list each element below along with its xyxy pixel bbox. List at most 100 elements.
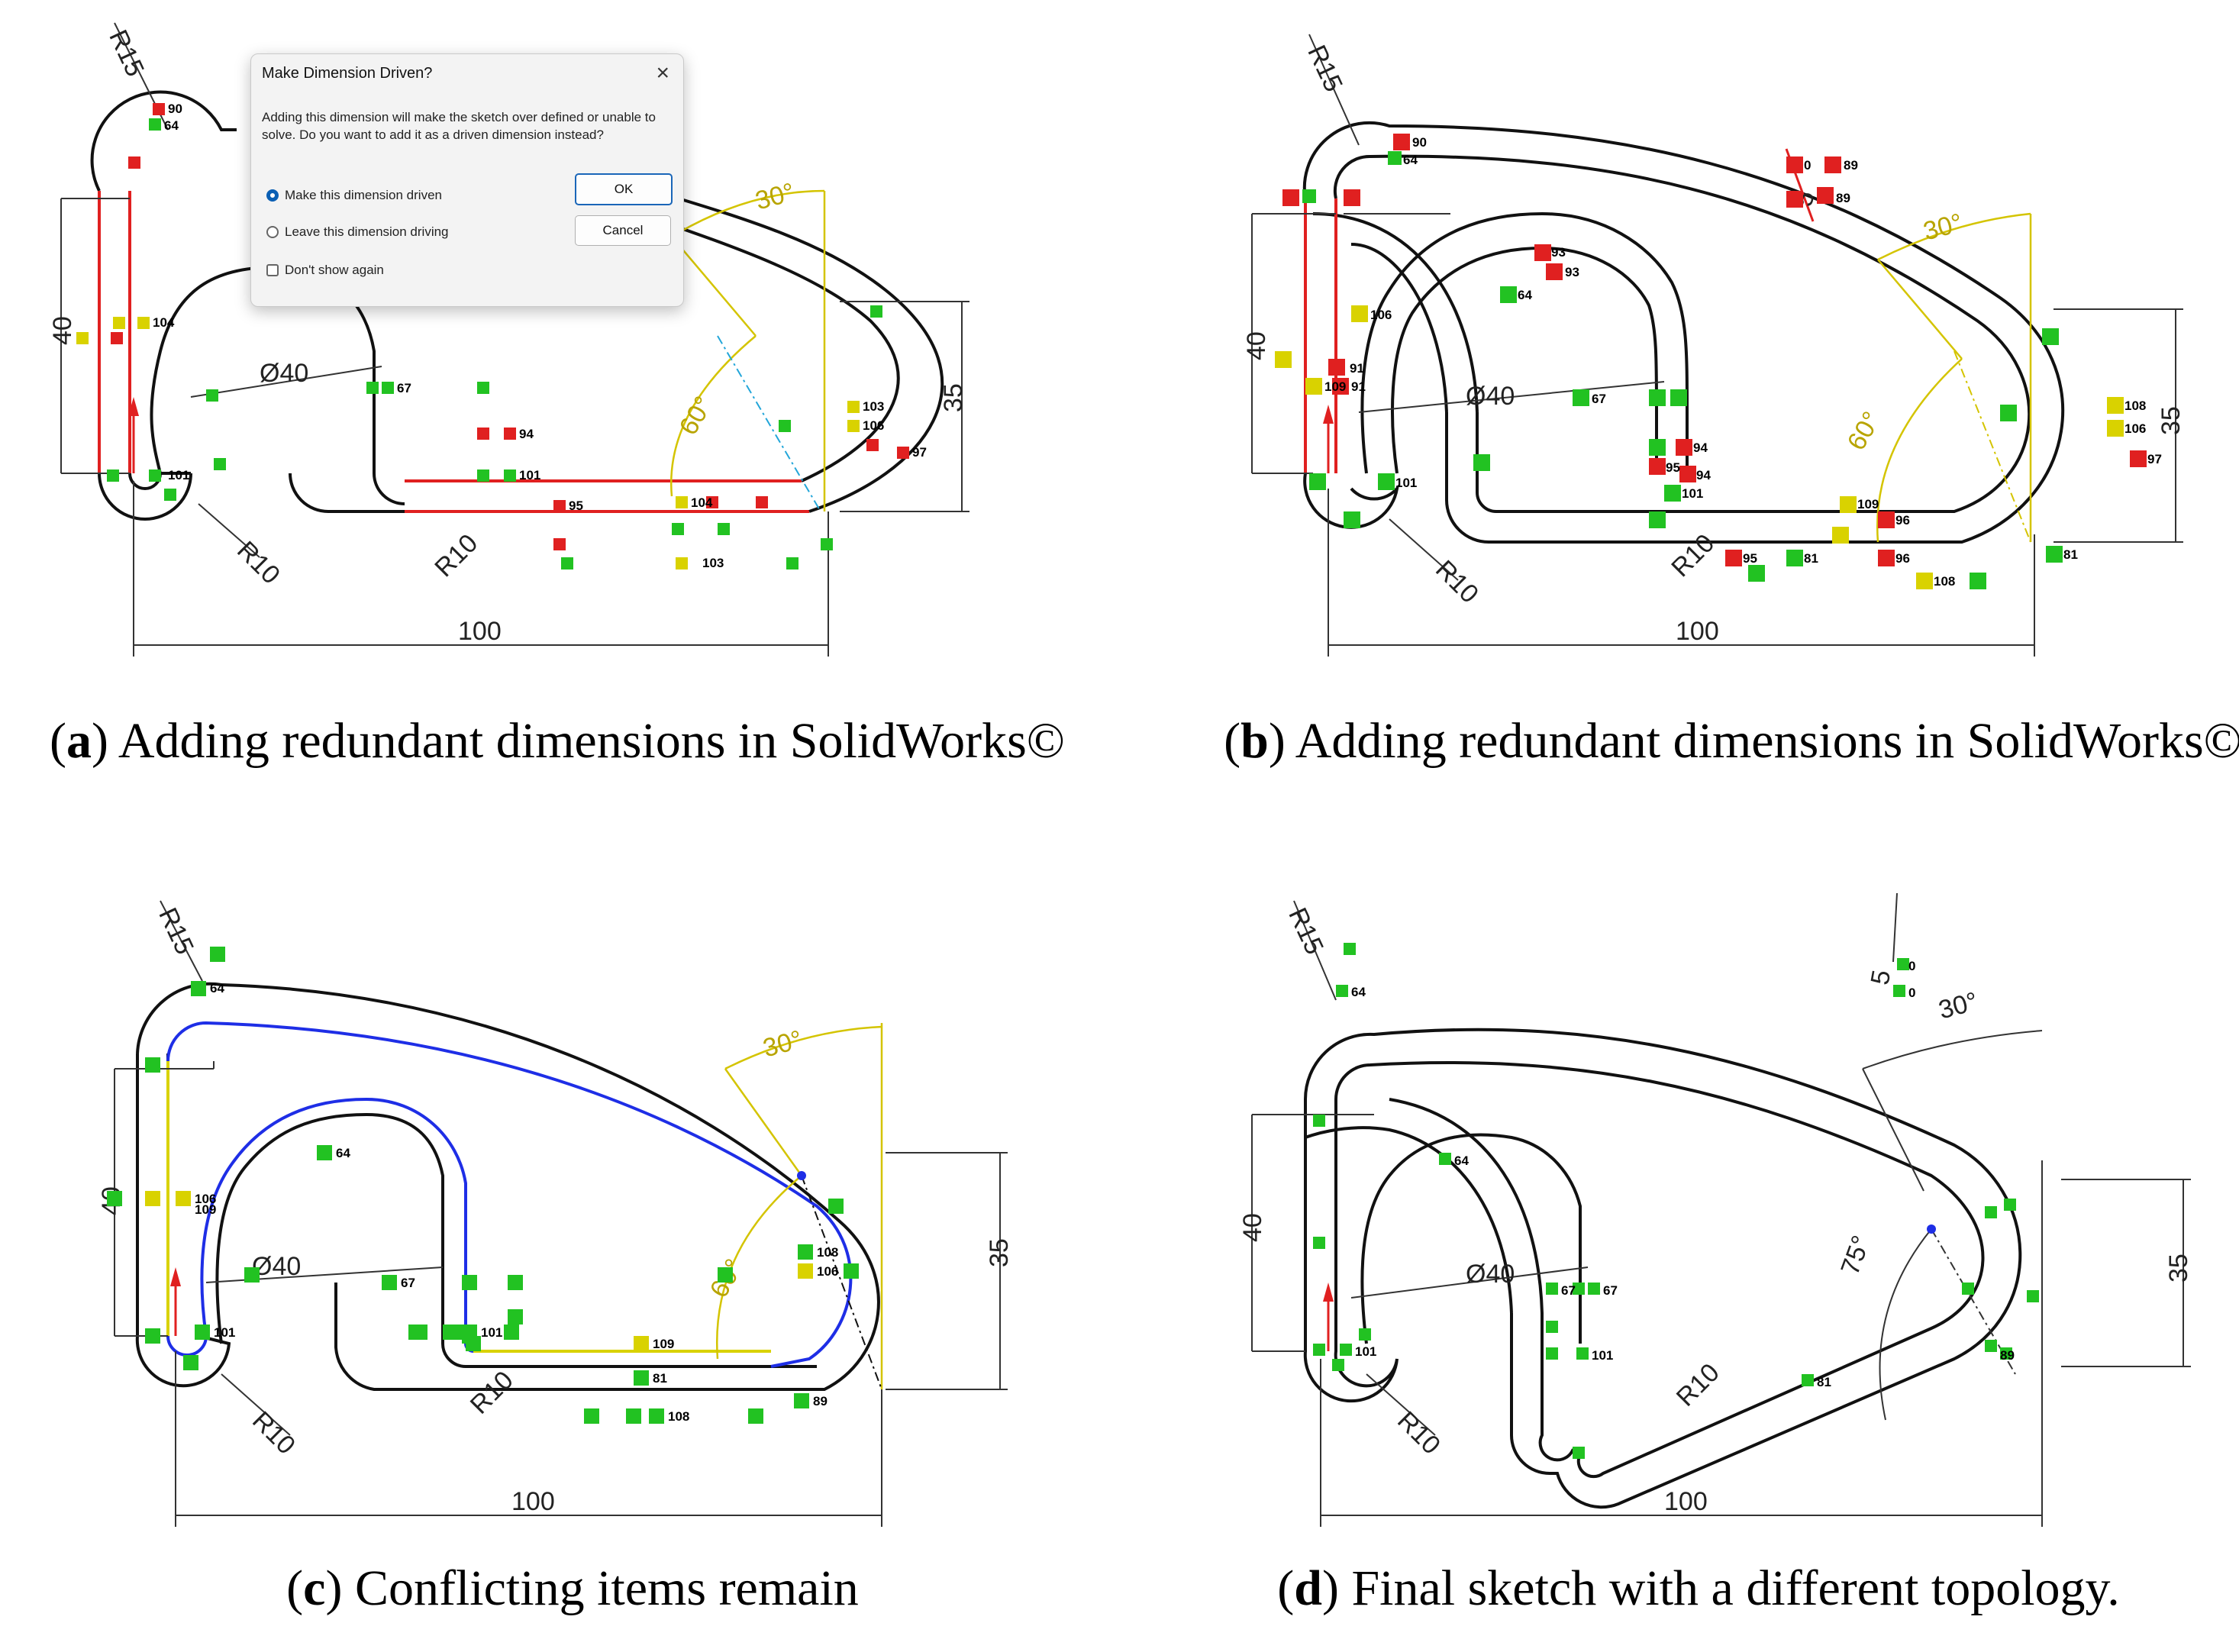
dim-40-text-b: 40 bbox=[1242, 331, 1271, 360]
panel-a: 40 35 100 R15 R10 R10 Ø40 30° 60° bbox=[46, 15, 1046, 679]
caption-b-letter: b bbox=[1240, 713, 1269, 769]
tag-64-b: 64 bbox=[1403, 153, 1418, 167]
tag-64-c: 64 bbox=[210, 981, 224, 995]
dialog-message: Adding this dimension will make the sket… bbox=[262, 110, 656, 142]
tag-95-b: 95 bbox=[1666, 460, 1680, 475]
tag-103: 103 bbox=[702, 556, 724, 570]
tag-89b-b: 89 bbox=[1836, 191, 1850, 205]
dim-60-text-b: 60° bbox=[1842, 407, 1887, 456]
tag-103b: 103 bbox=[863, 399, 884, 414]
tag-108b-b: 108 bbox=[2124, 398, 2146, 413]
caption-a-letter: a bbox=[66, 713, 92, 769]
dim-30-text-b: 30° bbox=[1921, 208, 1966, 247]
dont-show-label: Don't show again bbox=[285, 263, 384, 277]
tag-94: 94 bbox=[519, 427, 534, 441]
dim-r10b-text-c: R10 bbox=[465, 1366, 519, 1420]
cancel-button[interactable]: Cancel bbox=[575, 215, 671, 246]
tag-93b-b: 93 bbox=[1565, 265, 1579, 279]
dont-show-checkbox[interactable]: Don't show again bbox=[266, 263, 384, 278]
tag-108b-c: 108 bbox=[817, 1245, 838, 1260]
tag-101b-c: 101 bbox=[481, 1325, 502, 1340]
tag-95: 95 bbox=[569, 499, 583, 513]
option-driving-radio[interactable]: Leave this dimension driving bbox=[266, 224, 449, 240]
dim-r15-text-b: R15 bbox=[1302, 40, 1348, 96]
tag-67b-d: 67 bbox=[1561, 1283, 1576, 1298]
dim-5-text-d: 5 bbox=[1866, 968, 1897, 987]
tag-101b: 101 bbox=[519, 468, 540, 482]
dim-r10b-text-b: R10 bbox=[1666, 528, 1720, 582]
tag-109-c: 109 bbox=[195, 1202, 216, 1217]
panel-d: 40 35 100 R15 R10 R10 Ø40 30° 75° 5 bbox=[1191, 886, 2206, 1542]
tag-91-b: 91 bbox=[1350, 361, 1364, 376]
dim-r10b-text-d: R10 bbox=[1671, 1358, 1725, 1412]
tag-90-b: 90 bbox=[1412, 135, 1427, 150]
checkbox-icon[interactable] bbox=[266, 264, 279, 276]
tag-81b-b: 81 bbox=[2063, 547, 2078, 562]
dim-100-text: 100 bbox=[458, 617, 502, 646]
caption-d: (d) Final sketch with a different topolo… bbox=[1277, 1560, 2120, 1616]
tag-101: 101 bbox=[168, 468, 189, 482]
dim-r10-text-c: R10 bbox=[247, 1406, 301, 1460]
tag-0-d: 0 bbox=[1908, 959, 1915, 973]
tag-94b-b: 94 bbox=[1696, 468, 1711, 482]
ok-button[interactable]: OK bbox=[575, 173, 673, 205]
tag-64: 64 bbox=[164, 118, 179, 133]
dim-40-text-d: 40 bbox=[1238, 1213, 1267, 1242]
dim-75-text-d: 75° bbox=[1835, 1232, 1876, 1279]
dim-35-text: 35 bbox=[939, 383, 968, 412]
tag-0-b: 0 bbox=[1804, 158, 1811, 173]
tag-101-c: 101 bbox=[214, 1325, 235, 1340]
sketch-c: 40 35 100 R15 R10 R10 Ø40 30° 60° bbox=[97, 900, 1014, 1527]
dim-d40-text: Ø40 bbox=[260, 359, 308, 388]
tag-109b-c: 109 bbox=[653, 1337, 674, 1351]
tag-101b-d: 101 bbox=[1592, 1348, 1613, 1363]
tag-64b-b: 64 bbox=[1518, 288, 1532, 302]
tag-106-b: 106 bbox=[1370, 308, 1392, 322]
caption-a-text: Adding redundant dimensions in SolidWork… bbox=[118, 713, 1065, 769]
tag-106b-b: 106 bbox=[2124, 421, 2146, 436]
dialog-title: Make Dimension Driven? bbox=[262, 65, 433, 82]
dim-100-text-d: 100 bbox=[1664, 1487, 1708, 1516]
caption-c: (c) Conflicting items remain bbox=[286, 1560, 859, 1616]
close-icon[interactable]: × bbox=[656, 60, 669, 86]
tag-64b-d: 64 bbox=[1454, 1153, 1469, 1168]
dim-r10-text: R10 bbox=[231, 536, 286, 590]
tag-91b-b: 91 bbox=[1351, 379, 1366, 394]
tag-67-d: 67 bbox=[1603, 1283, 1618, 1298]
tag-0b-d: 0 bbox=[1908, 986, 1915, 1000]
tag-81-c: 81 bbox=[653, 1371, 667, 1386]
caption-b: (b) Adding redundant dimensions in Solid… bbox=[1206, 710, 2239, 773]
caption-b-text: Adding redundant dimensions in SolidWork… bbox=[1295, 713, 2239, 769]
tag-81-b: 81 bbox=[1804, 551, 1818, 566]
option-driven-radio[interactable]: Make this dimension driven bbox=[266, 188, 442, 203]
tag-96b-b: 96 bbox=[1895, 551, 1910, 566]
tag-67: 67 bbox=[397, 381, 411, 395]
option-driving-label: Leave this dimension driving bbox=[285, 224, 449, 239]
option-driven-label: Make this dimension driven bbox=[285, 188, 442, 202]
dim-30-text-c: 30° bbox=[760, 1025, 806, 1063]
dim-r15-text-c: R15 bbox=[153, 903, 199, 959]
tag-106: 106 bbox=[863, 418, 884, 433]
tag-67-b: 67 bbox=[1592, 392, 1606, 406]
tag-104b: 104 bbox=[691, 495, 713, 510]
tag-89-b: 89 bbox=[1844, 158, 1858, 173]
dim-d40-text-b: Ø40 bbox=[1466, 382, 1515, 411]
tag-67-c: 67 bbox=[401, 1276, 415, 1290]
dim-r15-text-d: R15 bbox=[1282, 903, 1329, 959]
dim-d40-text-d: Ø40 bbox=[1466, 1260, 1515, 1289]
dim-100-text-c: 100 bbox=[511, 1487, 555, 1516]
tag-64b-c: 64 bbox=[336, 1146, 350, 1160]
dim-35-text-c: 35 bbox=[985, 1238, 1014, 1267]
dim-r10-text-d: R10 bbox=[1392, 1406, 1446, 1460]
dim-35-text-d: 35 bbox=[2164, 1254, 2193, 1283]
tag-108-b: 108 bbox=[1934, 574, 1955, 589]
radio-selected-icon[interactable] bbox=[266, 189, 279, 202]
radio-empty-icon[interactable] bbox=[266, 226, 279, 238]
caption-d-letter: d bbox=[1294, 1560, 1322, 1616]
caption-c-letter: c bbox=[303, 1560, 326, 1616]
tag-108-c: 108 bbox=[668, 1409, 689, 1424]
tag-106b-c: 106 bbox=[817, 1264, 838, 1279]
tag-95b-b: 95 bbox=[1743, 551, 1757, 566]
sketch-b: 40 35 100 R15 R10 R10 Ø40 30° 60° 5 bbox=[1242, 34, 2186, 657]
tag-89-d: 89 bbox=[2000, 1348, 2015, 1363]
